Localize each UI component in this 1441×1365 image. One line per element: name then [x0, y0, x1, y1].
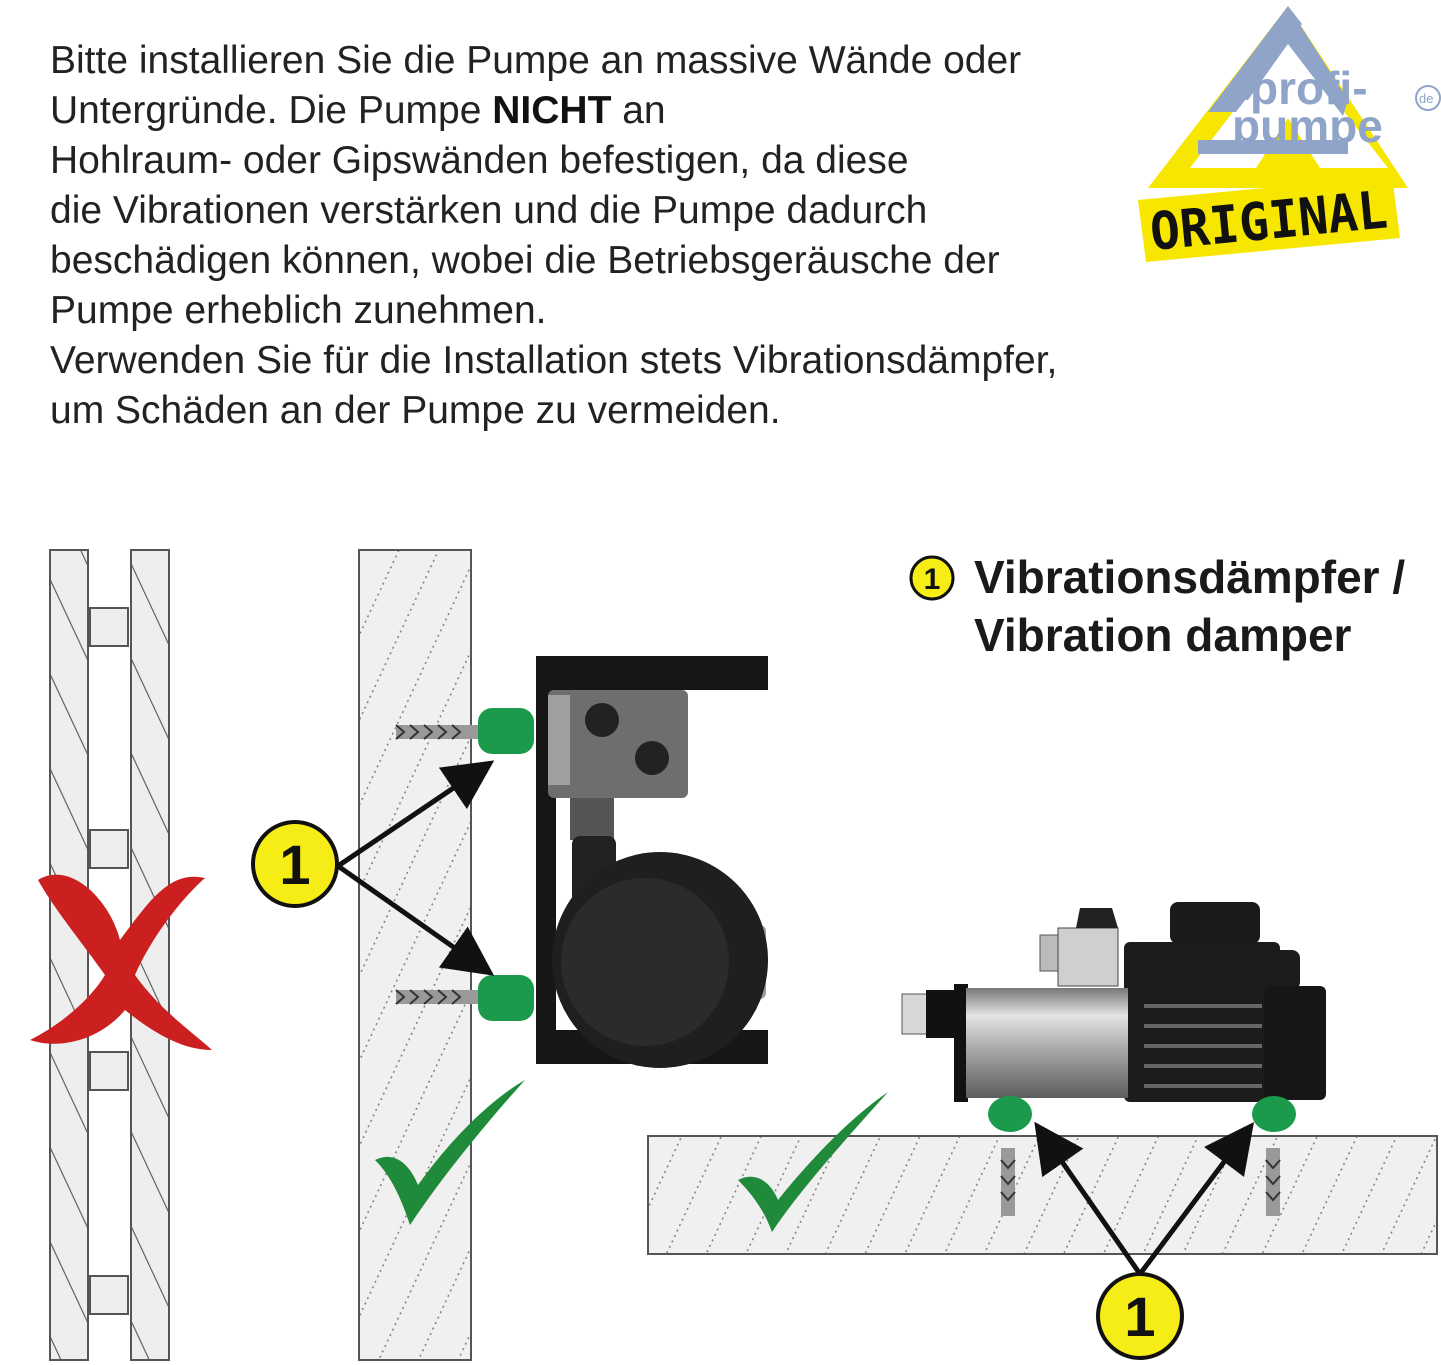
floor-mounted-pump [901, 902, 1326, 1102]
instruction-line: Bitte installieren Sie die Pumpe an mass… [50, 39, 1022, 82]
callout-badge-floor-number: 1 [1124, 1285, 1155, 1348]
floor-anchor-right [1265, 1148, 1281, 1216]
wall-anchor-top [395, 724, 478, 740]
cross-icon [30, 874, 212, 1050]
legend-badge-number: 1 [924, 563, 941, 596]
instruction-line: um Schäden an der Pumpe zu vermeiden. [50, 389, 781, 432]
logo-domain: de [1419, 91, 1433, 106]
vibration-damper [478, 975, 534, 1021]
instruction-line: beschädigen können, wobei die Betriebsge… [50, 239, 1000, 282]
instruction-line: Untergründe. Die Pumpe NICHT an [50, 86, 1160, 136]
logo-word-pumpe: pumpe [1232, 100, 1383, 152]
profi-pumpe-logo: profi- pumpe de ORIGINAL [1138, 6, 1441, 263]
legend-label-en: Vibration damper [974, 609, 1352, 661]
callout-badge-floor [1096, 1272, 1184, 1360]
instruction-line: die Vibrationen verstärken und die Pumpe… [50, 189, 928, 232]
callout-badge-wall [251, 820, 339, 908]
checkmark-icon [375, 1080, 525, 1225]
legend-badge: 1 [909, 555, 955, 601]
solid-wall [358, 549, 472, 1361]
instructions-text: Bitte installieren Sie die Pumpe an mass… [50, 36, 1160, 436]
vibration-damper [478, 708, 534, 754]
callout-badge-wall-number: 1 [279, 833, 310, 896]
vibration-damper [1252, 1096, 1296, 1132]
instruction-line: Hohlraum- oder Gipswänden befestigen, da… [50, 139, 909, 182]
checkmark-icon [738, 1092, 888, 1232]
floor-anchor-left [1000, 1148, 1016, 1216]
logo-word-profi: profi- [1250, 62, 1368, 114]
instruction-fragment: an [611, 89, 666, 132]
instruction-emphasis: NICHT [492, 89, 612, 132]
wall-mounted-pump [536, 656, 768, 1068]
instruction-line: Pumpe erheblich zunehmen. [50, 289, 547, 332]
wall-anchor-bottom [395, 989, 478, 1005]
vibration-damper [988, 1096, 1032, 1132]
instruction-fragment: Untergründe. Die Pumpe [50, 89, 493, 132]
legend-label-de: Vibrationsdämpfer / [974, 551, 1406, 603]
instruction-line: Verwenden Sie für die Installation stets… [50, 339, 1058, 382]
